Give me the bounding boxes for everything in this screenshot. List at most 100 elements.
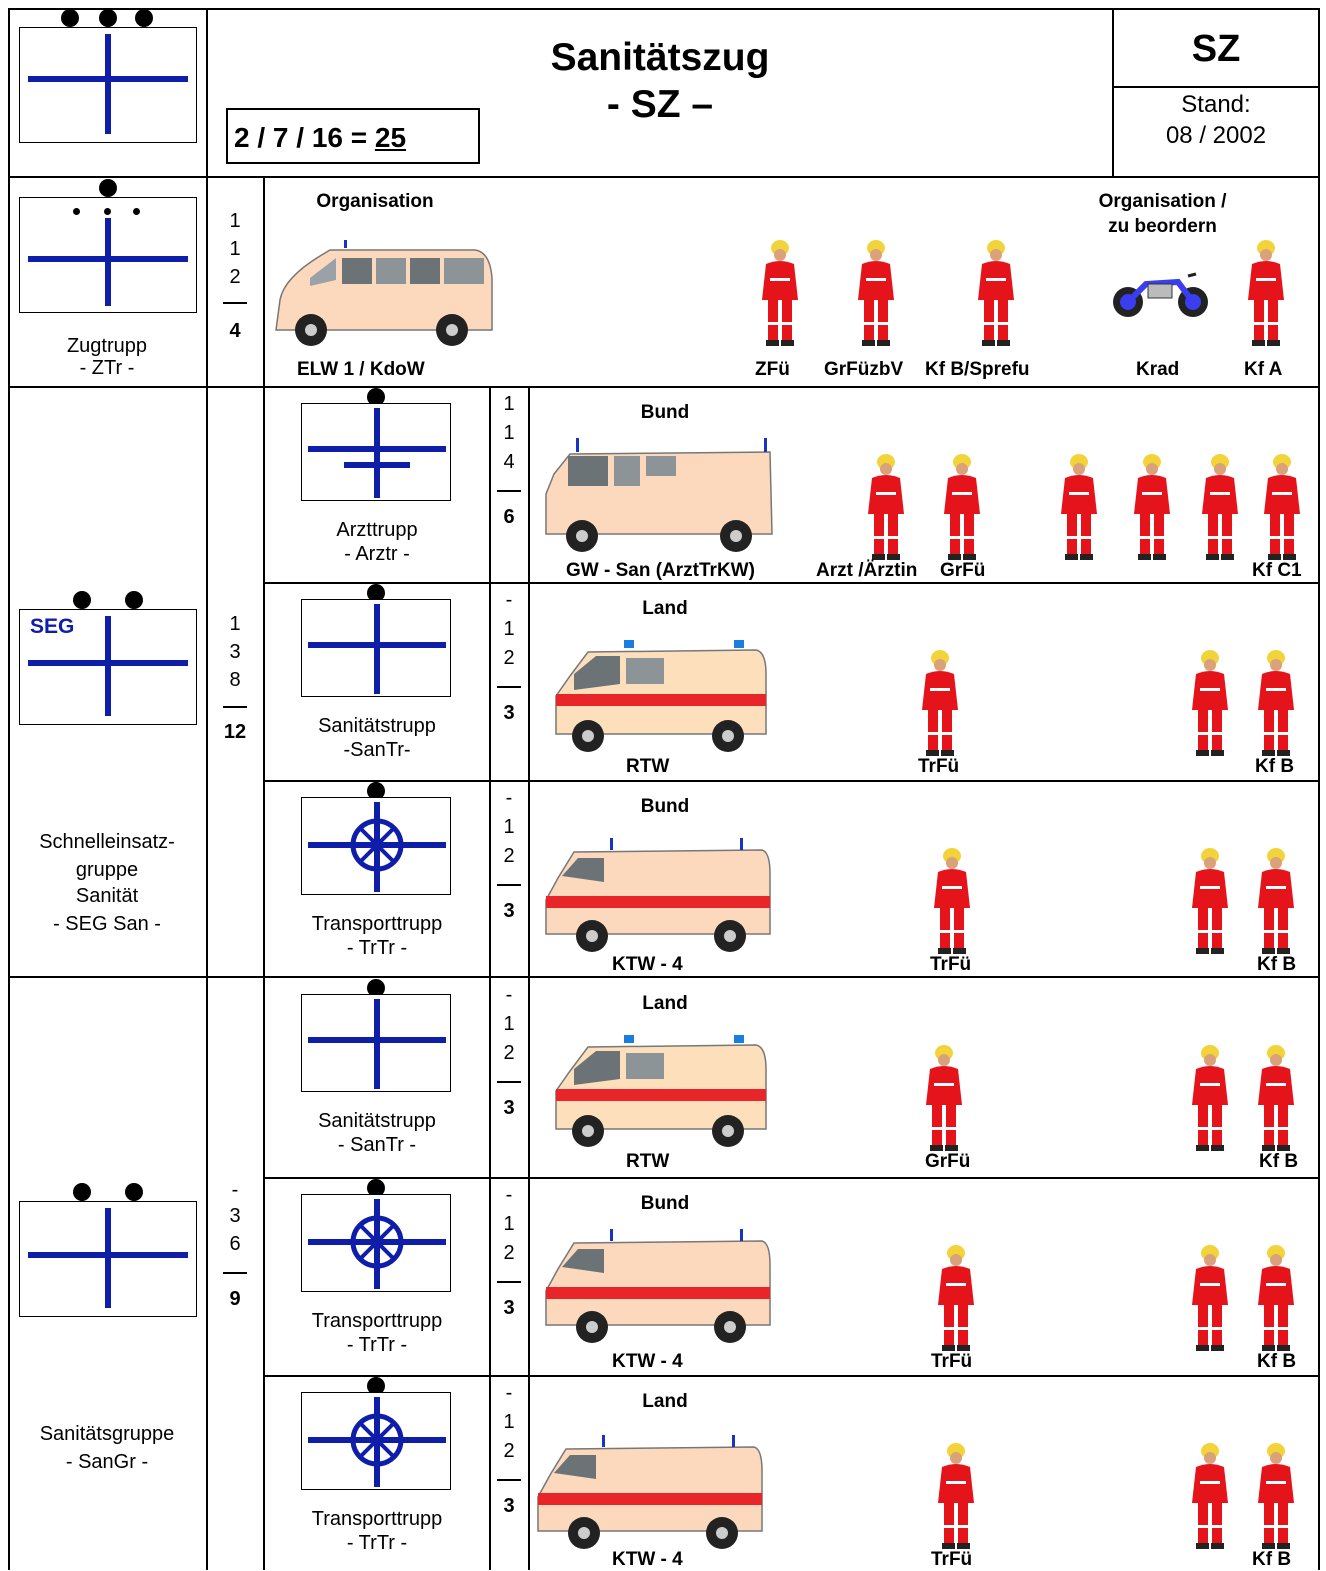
wheel-icon	[350, 818, 404, 872]
count-total: 3	[503, 702, 515, 724]
unit-name: Transporttrupp	[311, 1310, 443, 1332]
sangr-name: Sanitätsgruppe	[39, 1423, 175, 1445]
seg-name-line: Schnelleinsatz-	[39, 831, 175, 853]
firefighter-icon	[978, 240, 1014, 346]
org-label: zu beordern	[1108, 216, 1217, 237]
firefighter-icon	[1264, 454, 1300, 560]
firefighter-icon	[926, 1045, 962, 1151]
count-crew: 4	[503, 451, 515, 473]
strength-total: 25	[374, 122, 407, 153]
stand-date: 08 / 2002	[1165, 122, 1267, 149]
firefighter-icon	[1192, 1045, 1228, 1151]
firefighter-icon	[938, 1245, 974, 1351]
count-leaders: -	[505, 1382, 513, 1404]
count-subleaders: 3	[229, 641, 241, 663]
count-subleaders: 1	[503, 422, 515, 444]
org-label: Bund	[640, 402, 690, 423]
count-leaders: -	[505, 589, 513, 611]
firefighter-icon	[1258, 848, 1294, 954]
dot	[61, 9, 79, 27]
firefighter-icon	[762, 240, 798, 346]
role-label: Kf B/Sprefu	[925, 359, 1030, 380]
org-label: Bund	[640, 1193, 690, 1214]
strength-text: 2 / 7 / 16 =	[234, 122, 375, 153]
gw-san-van-icon	[545, 438, 773, 552]
ktw-ambulance-icon	[545, 838, 771, 952]
divider	[497, 884, 521, 886]
firefighter-icon	[868, 454, 904, 560]
unit-symbol	[301, 1194, 451, 1292]
dot	[73, 1183, 91, 1201]
count-crew: 2	[503, 845, 515, 867]
role-label: Kf B	[1259, 1151, 1299, 1172]
vehicle-label: ELW 1 / KdoW	[297, 359, 425, 380]
vehicle-label: KTW - 4	[612, 954, 683, 975]
vehicle-label: KTW - 4	[612, 1351, 683, 1372]
role-label: TrFü	[918, 756, 960, 777]
rtw-ambulance-icon	[555, 1035, 767, 1147]
org-label: Organisation	[316, 191, 434, 212]
zugtrupp-abbr: - ZTr -	[79, 357, 135, 379]
role-label: TrFü	[930, 954, 972, 975]
count-crew: 2	[503, 1440, 515, 1462]
unit-abbr: -SanTr-	[343, 739, 411, 761]
role-label: Kf B	[1257, 1351, 1297, 1372]
unit-abbr: - TrTr -	[346, 1532, 408, 1554]
page-title: Sanitätszug	[550, 36, 770, 79]
page-subtitle: - SZ –	[606, 83, 714, 126]
unit-symbol	[19, 1201, 197, 1317]
dot	[99, 179, 117, 197]
dot	[135, 9, 153, 27]
count-total: 6	[503, 506, 515, 528]
firefighter-icon	[1202, 454, 1238, 560]
seg-name-line: Sanität	[75, 885, 139, 907]
unit-abbr: - TrTr -	[346, 1334, 408, 1356]
count-subleaders: 1	[503, 618, 515, 640]
org-label: Organisation /	[1098, 191, 1227, 212]
role-label: TrFü	[931, 1549, 973, 1570]
org-label: Land	[642, 993, 688, 1014]
wheel-icon	[350, 1215, 404, 1269]
unit-name: Arzttrupp	[336, 519, 418, 541]
dot	[125, 591, 143, 609]
dot	[125, 1183, 143, 1201]
count-total: 9	[229, 1288, 241, 1310]
unit-symbol	[19, 27, 197, 143]
unit-name: Transporttrupp	[311, 1508, 443, 1530]
elw-van-icon	[275, 240, 493, 346]
firefighter-icon	[858, 240, 894, 346]
dot	[367, 979, 385, 997]
count-leaders: -	[231, 1179, 239, 1201]
unit-symbol	[301, 1392, 451, 1490]
unit-symbol	[301, 599, 451, 697]
firefighter-icon	[1248, 240, 1284, 346]
count-subleaders: 1	[503, 816, 515, 838]
motorbike-icon	[1113, 272, 1208, 317]
org-label: Land	[642, 598, 688, 619]
count-total: 3	[503, 900, 515, 922]
rtw-ambulance-icon	[555, 640, 767, 752]
role-label: Kf C1	[1252, 560, 1302, 581]
unit-abbr: - TrTr -	[346, 937, 408, 959]
ktw-ambulance-icon	[545, 1229, 771, 1343]
unit-abbr: - Arztr -	[344, 543, 410, 565]
unit-name: Transporttrupp	[311, 913, 443, 935]
unit-name: Sanitätstrupp	[318, 1110, 436, 1132]
count-total: 4	[229, 320, 241, 342]
firefighter-icon	[1192, 650, 1228, 756]
count-total: 3	[503, 1097, 515, 1119]
divider	[497, 1281, 521, 1283]
org-label: Land	[642, 1391, 688, 1412]
count-total: 3	[503, 1495, 515, 1517]
unit-symbol: SEG	[19, 609, 197, 725]
role-label: Kf B	[1252, 1549, 1292, 1570]
count-crew: 6	[229, 1233, 241, 1255]
vehicle-label: RTW	[626, 1151, 670, 1172]
firefighter-icon	[934, 848, 970, 954]
role-label: GrFü	[925, 1151, 971, 1172]
role-label: Kf A	[1244, 359, 1283, 380]
dot	[367, 388, 385, 406]
dot	[367, 782, 385, 800]
count-leaders: 1	[503, 393, 515, 415]
firefighter-icon	[938, 1443, 974, 1549]
